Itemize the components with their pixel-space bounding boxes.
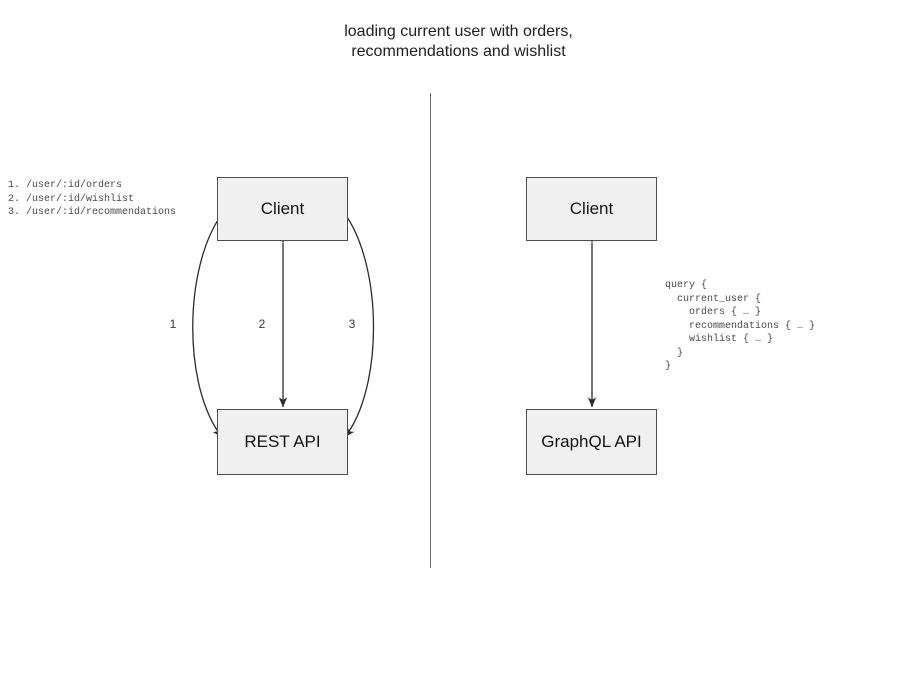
- edge-label-2: 2: [258, 317, 266, 331]
- node-client-right[interactable]: Client: [526, 177, 657, 241]
- node-client-right-label: Client: [569, 199, 614, 218]
- node-client-left[interactable]: Client: [217, 177, 348, 241]
- node-graphql-api-label: GraphQL API: [541, 432, 642, 451]
- node-rest-api-label: REST API: [244, 432, 321, 451]
- page-title: loading current user with orders, recomm…: [344, 23, 573, 60]
- node-graphql-api[interactable]: GraphQL API: [526, 409, 657, 475]
- edge-label-1: 1: [169, 317, 177, 331]
- node-rest-api[interactable]: REST API: [217, 409, 348, 475]
- rest-endpoint-list: 1. /user/:id/orders 2. /user/:id/wishlis…: [8, 180, 177, 218]
- edge-3-curve: [336, 203, 375, 438]
- graphql-query-snippet: query { current_user { orders { … } reco…: [665, 280, 816, 372]
- edge-1-curve: [192, 203, 231, 438]
- panel-divider: [430, 93, 431, 568]
- node-client-left-label: Client: [260, 199, 305, 218]
- edge-label-3: 3: [348, 317, 356, 331]
